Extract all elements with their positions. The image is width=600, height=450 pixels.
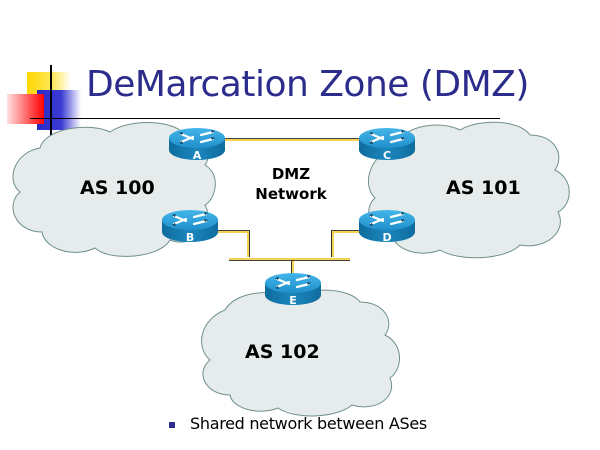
- router-c: C: [357, 126, 417, 162]
- cloud-label-as100: AS 100: [80, 177, 155, 199]
- logo-square-red: [7, 94, 44, 124]
- slide-title: DeMarcation Zone (DMZ): [86, 64, 529, 105]
- logo-vertical-rule: [50, 65, 52, 147]
- router-d: D: [357, 208, 417, 244]
- router-a-label: A: [193, 149, 202, 162]
- router-b-label: B: [186, 231, 194, 244]
- dmz-label-line1: DMZ: [271, 165, 311, 183]
- dmz-network-label: DMZ Network: [245, 164, 337, 204]
- link-d-dmz: [332, 231, 362, 257]
- router-e: E: [263, 271, 323, 307]
- router-d-label: D: [382, 231, 391, 244]
- bullet-marker-icon: [169, 422, 175, 428]
- logo-square-blue: [37, 90, 81, 130]
- router-b: B: [160, 208, 220, 244]
- dmz-label-line2: Network: [255, 185, 327, 203]
- title-underline-rule: [30, 118, 500, 119]
- bullet-text: Shared network between ASes: [190, 414, 427, 433]
- router-e-label: E: [289, 294, 297, 307]
- router-a: A: [167, 126, 227, 162]
- router-c-label: C: [383, 149, 391, 162]
- cloud-label-as101: AS 101: [446, 177, 521, 199]
- link-b-dmz: [215, 231, 249, 257]
- cloud-label-as102: AS 102: [245, 341, 320, 363]
- cloud-as102: [201, 289, 400, 417]
